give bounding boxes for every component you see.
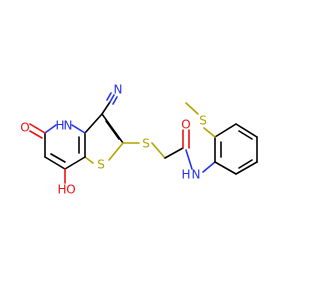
phenyl-bond-2	[214, 123, 237, 138]
methylthio-sulfur-label: S	[199, 114, 207, 128]
thioether-sulfur-label: S	[142, 137, 150, 151]
thiophene-bond-c3-c3a	[84, 113, 103, 134]
amide-bond-co-n	[185, 149, 193, 170]
keto-oxygen-label: O	[20, 121, 29, 135]
pyridine-double-bond-c6-c7	[50, 153, 66, 163]
amide-bond-ch2-co	[164, 147, 184, 159]
thioether-bond-s-ch2	[151, 142, 166, 159]
phenyl-bond-3	[235, 123, 258, 138]
thiophene-double-bond-c3-c2	[105, 120, 120, 140]
pyridine-bond-c3a-n4	[71, 124, 86, 134]
amide-oxygen-label: O	[181, 118, 190, 132]
nitrile-carbon-bond	[101, 101, 111, 115]
pyridine-bond-c6-c7	[44, 156, 66, 170]
nitrile-triple-bond-b	[112, 96, 118, 105]
atom-labels: N N H O O H S S O N H S	[20, 83, 207, 197]
cyano-nitrogen-label: N	[114, 83, 123, 97]
keto-double-bond-a	[29, 123, 46, 134]
amide-hydrogen-label: H	[181, 168, 190, 182]
phenyl-bond-6	[214, 161, 237, 175]
nitrile-triple-bond-c	[106, 92, 112, 101]
hydroxy-oxygen-label: O	[66, 183, 75, 197]
ring-nitrogen-hydrogen-label: H	[55, 119, 64, 133]
keto-double-bond-b	[29, 130, 43, 139]
nitrile-triple-bond-a	[109, 94, 115, 103]
methylthio-bond-aryl-s	[203, 127, 216, 138]
thiophene-bond-c3-c2	[101, 113, 124, 144]
pyridine-bond-c7-c7a	[64, 156, 86, 170]
pyridine-bond-n4-c5	[44, 124, 57, 134]
amide-nitrogen-label: N	[192, 168, 201, 182]
thiophene-sulfur-label: S	[97, 158, 105, 172]
methylthio-bond-s-ch3	[185, 102, 199, 115]
phenyl-double-bond-c	[238, 159, 253, 169]
bonds	[29, 92, 258, 184]
phenyl-bond-5	[235, 161, 258, 175]
phenyl-double-bond-b	[238, 130, 253, 140]
hydroxy-hydrogen-label: H	[57, 183, 66, 197]
molecule-structure-diagram: N N H O O H S S O N H S	[20, 83, 258, 197]
thiophene-bond-c2-s1	[108, 142, 124, 161]
amide-bond-n-aryl	[202, 161, 216, 173]
thiophene-bond-s1-c7a	[84, 156, 94, 164]
ring-nitrogen-label: N	[64, 119, 73, 133]
